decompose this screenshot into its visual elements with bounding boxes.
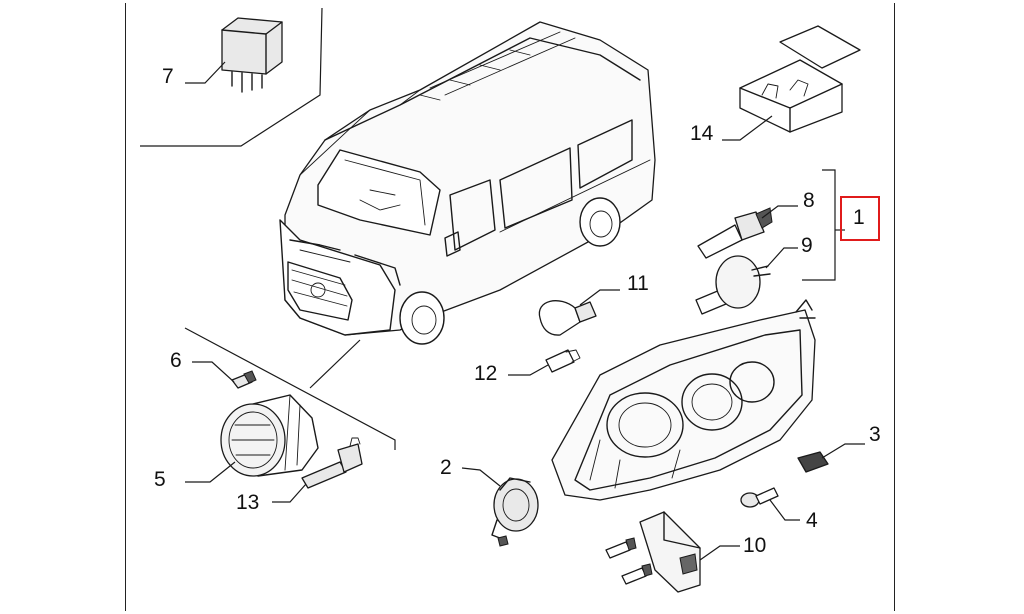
callout-7: 7 [162,65,174,88]
relay-part [221,17,283,93]
headlamp-part [551,299,816,501]
callout-10: 10 [743,534,767,557]
bulb-11-part [538,300,597,336]
fog-lamp-part [220,394,319,477]
group-1-bracket [802,169,845,281]
leveling-motor-part [491,477,539,547]
screw-4-part [740,487,779,508]
callout-13: 13 [236,491,260,514]
callout-8: 8 [803,189,815,212]
callout-11: 11 [627,272,649,295]
callout-3: 3 [869,423,881,446]
callout-12: 12 [474,362,498,385]
callout-4: 4 [806,509,818,532]
van-illustration [279,21,656,345]
relay-inset-border [140,7,323,147]
callout-2: 2 [440,456,452,479]
leader-lines [185,61,865,561]
bulb-13-part [301,437,363,489]
screw-6-part [231,370,257,389]
callout-1-highlight-box [840,196,880,241]
callout-14: 14 [690,122,714,145]
callout-9: 9 [801,234,813,257]
callout-6: 6 [170,349,182,372]
clip-3-part [797,451,829,473]
fog-lamp-group-lines [184,327,396,450]
bulb-8-part [697,207,773,259]
bulb-12-part [545,349,581,373]
bulb-kit-part [739,25,861,133]
callout-5: 5 [154,468,166,491]
bracket-10-part [605,511,701,593]
callout-1: 1 [853,206,865,229]
bulb-9-part [695,255,771,315]
